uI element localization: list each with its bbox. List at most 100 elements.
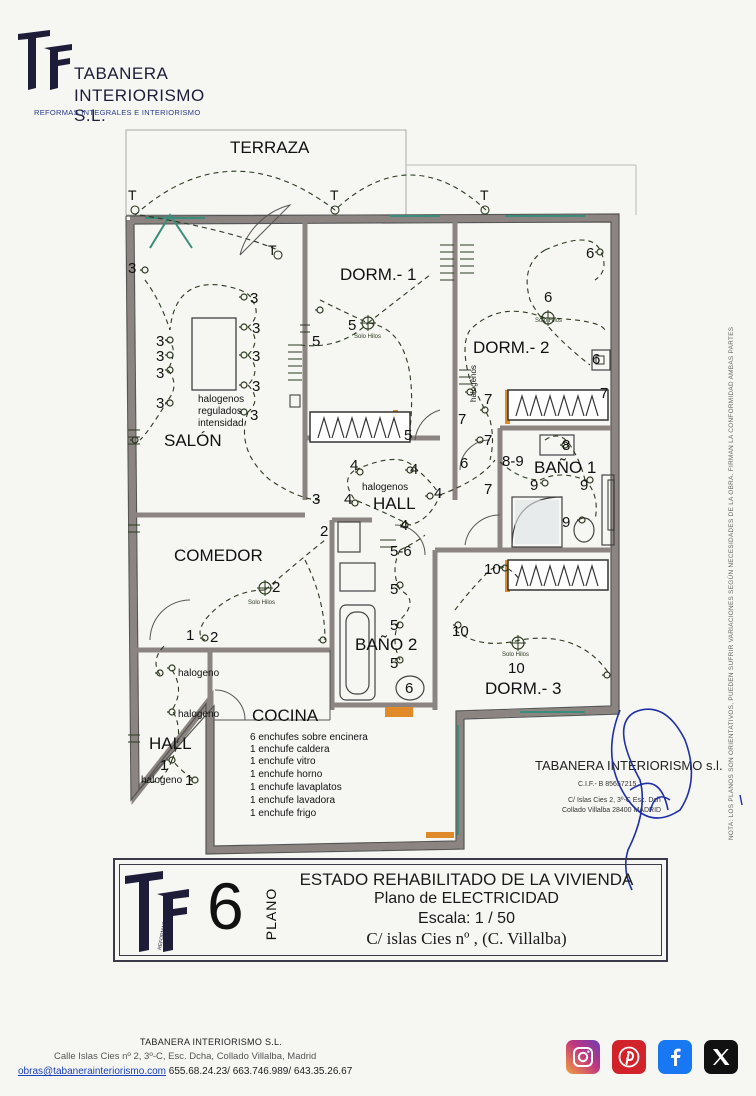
note-regulados: regulados bbox=[198, 406, 242, 417]
svg-text:5: 5 bbox=[348, 317, 356, 334]
switch-label: T bbox=[128, 187, 137, 203]
room-hall-left: HALL bbox=[149, 734, 192, 753]
title-line3: Escala: 1 / 50 bbox=[418, 910, 515, 927]
svg-text:1 enchufe caldera: 1 enchufe caldera bbox=[250, 744, 330, 755]
side-note: NOTA: LOS PLANOS SON ORIENTATIVOS, PUEDE… bbox=[728, 326, 735, 840]
svg-text:6: 6 bbox=[544, 289, 552, 306]
svg-text:3: 3 bbox=[312, 491, 320, 508]
title-block: REFORMAS 6 PLANO ESTADO REHABILITADO DE … bbox=[113, 858, 668, 962]
switch-label: T bbox=[268, 242, 277, 258]
svg-text:6: 6 bbox=[586, 245, 594, 262]
room-hall-center: HALL bbox=[373, 494, 416, 513]
svg-text:7: 7 bbox=[458, 411, 466, 428]
svg-text:1 enchufe vitro: 1 enchufe vitro bbox=[250, 756, 316, 767]
svg-text:10: 10 bbox=[508, 660, 525, 677]
company-name-line2: INTERIORISMO S.L. bbox=[74, 86, 205, 125]
svg-text:C.I.F.- B 85657215: C.I.F.- B 85657215 bbox=[578, 781, 636, 788]
svg-text:3: 3 bbox=[128, 260, 136, 277]
footer-contact: obras@tabanerainteriorismo.com 655.68.24… bbox=[18, 1066, 352, 1077]
room-terraza: TERRAZA bbox=[230, 138, 310, 157]
footer-company: TABANERA INTERIORISMO S.L. bbox=[140, 1037, 283, 1047]
note-solo-hilos: Solo Hilos bbox=[248, 600, 275, 606]
svg-text:7: 7 bbox=[484, 481, 492, 498]
title-line2: Plano de ELECTRICIDAD bbox=[374, 890, 559, 907]
svg-text:2: 2 bbox=[210, 629, 218, 646]
svg-text:2: 2 bbox=[272, 579, 280, 596]
svg-text:3: 3 bbox=[252, 378, 260, 395]
svg-text:Collado Villalba 28400 MADRID: Collado Villalba 28400 MADRID bbox=[562, 807, 661, 814]
svg-text:9: 9 bbox=[562, 514, 570, 531]
instagram-icon[interactable] bbox=[566, 1040, 600, 1074]
svg-text:7: 7 bbox=[600, 385, 608, 402]
switch-label: T bbox=[330, 187, 339, 203]
svg-text:3: 3 bbox=[250, 407, 258, 424]
svg-text:TABANERA INTERIORISMO s.l.: TABANERA INTERIORISMO s.l. bbox=[535, 758, 723, 773]
footer-address: Calle Islas Cies nº 2, 3º-C, Esc. Dcha, … bbox=[54, 1051, 317, 1062]
svg-text:7: 7 bbox=[484, 391, 492, 408]
footer-email-link[interactable]: obras@tabanerainteriorismo.com bbox=[18, 1066, 166, 1077]
title-line1: ESTADO REHABILITADO DE LA VIVIENDA bbox=[299, 870, 634, 889]
note-intensidad: intensidad bbox=[198, 418, 244, 429]
room-comedor: COMEDOR bbox=[174, 546, 263, 565]
svg-text:4: 4 bbox=[350, 457, 358, 474]
cocina-outlets-list: 6 enchufes sobre encinera 1 enchufe cald… bbox=[250, 732, 368, 819]
note-solo-hilos: Solo Hilos bbox=[535, 318, 562, 324]
svg-text:1 enchufe lavadora: 1 enchufe lavadora bbox=[250, 795, 336, 806]
company-name-line1: TABANERA bbox=[74, 64, 169, 83]
note-halogenos: halogenos bbox=[198, 394, 244, 405]
note-solo-hilos: Solo Hilos bbox=[502, 652, 529, 658]
note-hall-halogenos: halogenos bbox=[362, 482, 408, 493]
svg-text:5: 5 bbox=[404, 427, 412, 444]
svg-text:6: 6 bbox=[460, 455, 468, 472]
svg-text:5: 5 bbox=[390, 581, 398, 598]
room-dorm2: DORM.- 2 bbox=[473, 338, 550, 357]
svg-text:1 enchufe lavaplatos: 1 enchufe lavaplatos bbox=[250, 782, 342, 793]
signature bbox=[610, 708, 693, 891]
company-stamp: TABANERA INTERIORISMO s.l. C.I.F.- B 856… bbox=[535, 758, 723, 814]
svg-text:3: 3 bbox=[250, 290, 258, 307]
svg-text:3: 3 bbox=[156, 348, 164, 365]
svg-text:REFORMAS: REFORMAS bbox=[157, 921, 168, 951]
switch-label: T bbox=[480, 187, 489, 203]
company-logo: TABANERA INTERIORISMO S.L. REFORMAS INTE… bbox=[14, 26, 204, 125]
svg-text:10: 10 bbox=[452, 623, 469, 640]
svg-text:5: 5 bbox=[312, 333, 320, 350]
room-cocina: COCINA bbox=[252, 706, 319, 725]
svg-text:1 enchufe horno: 1 enchufe horno bbox=[250, 769, 323, 780]
title-line4: C/ islas Cies nº , (C. Villalba) bbox=[366, 929, 567, 948]
company-tagline: REFORMAS INTEGRALES E INTERIORISMO bbox=[34, 108, 201, 117]
svg-text:8-9: 8-9 bbox=[502, 453, 524, 470]
x-icon[interactable] bbox=[704, 1040, 738, 1074]
facebook-icon[interactable] bbox=[658, 1040, 692, 1074]
svg-text:5: 5 bbox=[390, 617, 398, 634]
svg-text:C/ Islas Cies 2, 3º-C Esc. Dch: C/ Islas Cies 2, 3º-C Esc. Dch bbox=[568, 797, 661, 804]
room-bano2: BAÑO 2 bbox=[355, 635, 417, 654]
note-dorm2-halogenos: halogenos bbox=[469, 365, 478, 402]
svg-text:4: 4 bbox=[410, 461, 418, 478]
room-dorm3: DORM.- 3 bbox=[485, 679, 562, 698]
room-salon: SALÓN bbox=[164, 431, 222, 450]
svg-text:4: 4 bbox=[434, 485, 442, 502]
plano-number: 6 bbox=[207, 869, 244, 943]
svg-text:2: 2 bbox=[320, 523, 328, 540]
svg-text:3: 3 bbox=[156, 365, 164, 382]
svg-text:3: 3 bbox=[252, 348, 260, 365]
svg-text:4: 4 bbox=[344, 491, 352, 508]
tf-logo-icon bbox=[18, 30, 72, 90]
note-halogeno-3: halogeno bbox=[141, 775, 183, 786]
svg-text:1 enchufe frigo: 1 enchufe frigo bbox=[250, 808, 317, 819]
footer-phones: 655.68.24.23/ 663.746.989/ 643.35.26.67 bbox=[166, 1066, 353, 1077]
pinterest-icon[interactable] bbox=[612, 1040, 646, 1074]
svg-text:3: 3 bbox=[252, 320, 260, 337]
svg-text:3: 3 bbox=[156, 333, 164, 350]
note-halogeno-2: halogeno bbox=[178, 709, 220, 720]
svg-text:5-6: 5-6 bbox=[390, 543, 412, 560]
svg-text:6: 6 bbox=[592, 351, 600, 368]
room-bano1: BAÑO 1 bbox=[534, 458, 596, 477]
svg-text:8: 8 bbox=[562, 437, 570, 454]
note-halogeno-1: halogeno bbox=[178, 668, 220, 679]
svg-text:7: 7 bbox=[484, 432, 492, 449]
svg-text:9: 9 bbox=[530, 477, 538, 494]
svg-text:1: 1 bbox=[160, 757, 168, 774]
